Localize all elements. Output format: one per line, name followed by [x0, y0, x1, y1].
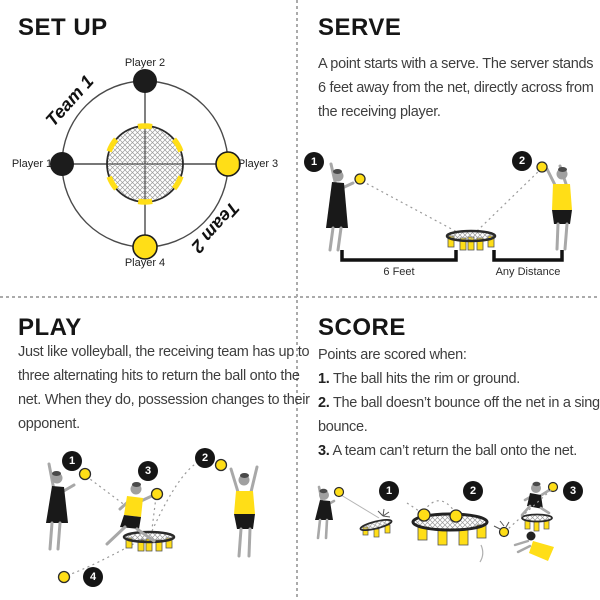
score-rule-1-num: 1. — [318, 371, 330, 387]
ball-icon — [214, 458, 228, 472]
falling-player-shirt — [529, 541, 554, 561]
trampoline-icon — [445, 229, 497, 251]
score-rule-3-num: 3. — [318, 443, 330, 459]
score-rule-3: 3. A team can’t return the ball onto the… — [318, 439, 600, 463]
hit-badge-2: 2 — [195, 448, 215, 468]
player4-dot — [132, 234, 158, 260]
impact-burst-icon — [493, 520, 510, 530]
score-rule-2: 2. The ball doesn’t bounce off the net i… — [318, 391, 600, 439]
score-illustration — [315, 481, 559, 563]
score-scene-double-bounce — [406, 500, 489, 563]
score-badge-1: 1 — [379, 481, 399, 501]
score-badge-3: 3 — [563, 481, 583, 501]
serve-trajectory-dotted — [361, 169, 541, 234]
net-rim-segments — [104, 123, 186, 205]
play-title: PLAY — [18, 314, 82, 341]
player2-label: Player 2 — [124, 57, 166, 69]
any-distance-label: Any Distance — [495, 266, 561, 278]
step-badge-1: 1 — [304, 152, 324, 172]
score-scene-rim-hit — [315, 485, 393, 540]
serve-illustration — [326, 161, 572, 262]
ball-icon — [417, 508, 431, 522]
any-distance-bracket — [492, 250, 564, 262]
trampoline-icon — [122, 530, 176, 552]
impact-burst-icon — [377, 508, 391, 518]
ball-icon — [354, 173, 366, 185]
ball-icon — [547, 481, 559, 493]
score-intro: Points are scored when: — [318, 347, 467, 363]
player1-label: Player 1 — [11, 158, 53, 170]
vertical-divider — [296, 0, 298, 600]
score-rule-1: 1. The ball hits the rim or ground. — [318, 367, 600, 391]
score-rule-1-text: The ball hits the rim or ground. — [332, 371, 521, 387]
setup-title: SET UP — [18, 14, 108, 41]
ball-icon — [57, 570, 71, 584]
ball-icon — [150, 487, 164, 501]
score-rule-2-text: The ball doesn’t bounce off the net in a… — [318, 395, 600, 435]
hit-badge-3: 3 — [138, 461, 158, 481]
play-left-figure — [46, 462, 76, 551]
play-middle-figure — [105, 482, 156, 546]
hit-badge-1: 1 — [62, 451, 82, 471]
step-badge-2: 2 — [512, 151, 532, 171]
server-figure — [326, 162, 355, 252]
six-feet-label: 6 Feet — [383, 266, 415, 278]
score-rules: Points are scored when: 1. The ball hits… — [318, 343, 600, 463]
ball-icon — [78, 467, 92, 481]
player2-dot — [133, 69, 157, 93]
player4-label: Player 4 — [124, 257, 166, 269]
play-right-figure — [229, 465, 259, 558]
six-feet-bracket — [340, 250, 458, 262]
ball-icon — [536, 161, 548, 173]
score-rule-3-text: A team can’t return the ball onto the ne… — [332, 443, 577, 459]
score-title: SCORE — [318, 314, 406, 341]
score-badge-2: 2 — [463, 481, 483, 501]
player3-label: Player 3 — [237, 158, 279, 170]
setup-court-diagram — [50, 69, 241, 260]
ball-icon — [498, 526, 510, 538]
receiver-figure — [545, 164, 572, 251]
score-scene-no-return — [493, 481, 559, 561]
play-body: Just like volleyball, the receiving team… — [18, 344, 310, 432]
score-rule-2-num: 2. — [318, 395, 330, 411]
ball-icon — [333, 486, 345, 498]
play-illustration — [46, 458, 259, 584]
horizontal-divider — [0, 296, 600, 298]
serve-title: SERVE — [318, 14, 402, 41]
play-trajectory-dotted — [85, 475, 157, 530]
serve-body: A point starts with a serve. The server … — [318, 56, 594, 120]
net-icon — [106, 125, 184, 203]
ball-icon — [449, 509, 463, 523]
player3-dot — [215, 151, 241, 177]
player1-dot — [50, 152, 74, 176]
hit-badge-4: 4 — [83, 567, 103, 587]
